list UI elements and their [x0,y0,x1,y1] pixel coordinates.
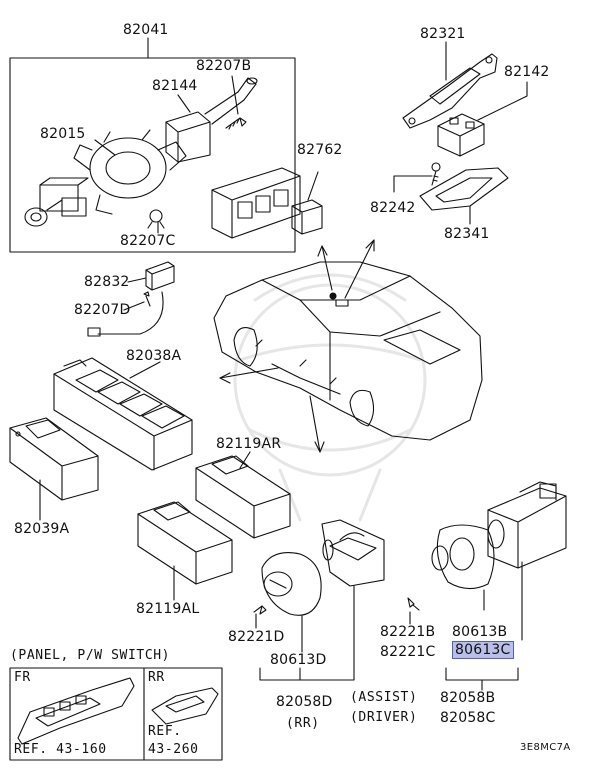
label-82221B: 82221B [380,624,436,640]
switch-panel-82762 [211,167,301,239]
label-82242: 82242 [370,200,416,216]
group-box-82041 [9,57,296,253]
switch-82119AL [137,501,233,585]
clock-spring-82015 [73,129,187,215]
vehicle-outline [213,261,483,441]
stalk-switch-82144 [165,77,258,163]
watermark [233,273,427,522]
switch-82762 [291,199,323,235]
label-82058C: 82058C [440,710,496,726]
label-82058D: 82058D [276,694,333,710]
screw-82221B [407,597,420,611]
label-82041: 82041 [123,22,169,38]
bezel-82341 [419,167,509,211]
label-82762: 82762 [297,142,343,158]
screw-82207B [225,117,247,130]
label-82221C: 82221C [380,644,436,660]
switch-82119AR [195,455,291,539]
door-lamp-80613B [431,524,495,590]
screw-82207D [143,291,151,307]
label-80613C-highlighted: 80613C [452,641,514,659]
legend-rr-label: RR [148,670,165,685]
legend-title: (PANEL, P/W SWITCH) [10,648,171,663]
door-switch-82058D [321,519,385,587]
legend-ref-fr: REF. 43-160 [14,742,107,757]
door-switch-80613C [487,481,567,569]
label-82119AR: 82119AR [216,436,282,452]
legend-ref-rr-line1: REF. [148,724,182,739]
label-82832: 82832 [84,274,130,290]
label-82038A: 82038A [126,348,182,364]
label-82039A: 82039A [14,521,70,537]
label-82321: 82321 [420,26,466,42]
label-82341: 82341 [444,226,490,242]
unit-82142 [437,113,485,157]
legend-rr-panel-art [151,687,219,725]
label-82119AL: 82119AL [136,601,200,617]
switch-82832 [87,261,175,337]
label-82142: 82142 [504,64,550,80]
label-driver: (DRIVER) [350,710,418,725]
label-82221D: 82221D [228,629,285,645]
label-80613B: 80613B [452,624,508,640]
label-82207C: 82207C [120,233,176,249]
bracket-82321 [402,53,498,129]
legend-fr-label: FR [14,670,31,685]
label-82015: 82015 [40,126,86,142]
label-82144: 82144 [152,78,198,94]
label-82207D: 82207D [74,302,131,318]
arrows [219,239,375,453]
connector-82015 [24,177,89,227]
label-rr: (RR) [286,716,320,731]
main-switch-82038A [53,357,193,471]
legend-box [9,667,223,761]
label-82207B: 82207B [196,58,252,74]
legend-fr-panel-art [17,677,135,745]
legend-ref-rr-line2: 43-260 [148,742,199,757]
label-82058B: 82058B [440,690,496,706]
diagram-code: 3E8MC7A [520,742,571,753]
screw-82242 [431,162,441,186]
screw-82221D [253,605,267,615]
label-80613D: 80613D [270,652,327,668]
door-lamp-80613D [261,552,322,616]
label-assist: (ASSIST) [350,690,418,705]
switch-82039A [9,417,99,501]
screw-82207C [147,209,165,229]
